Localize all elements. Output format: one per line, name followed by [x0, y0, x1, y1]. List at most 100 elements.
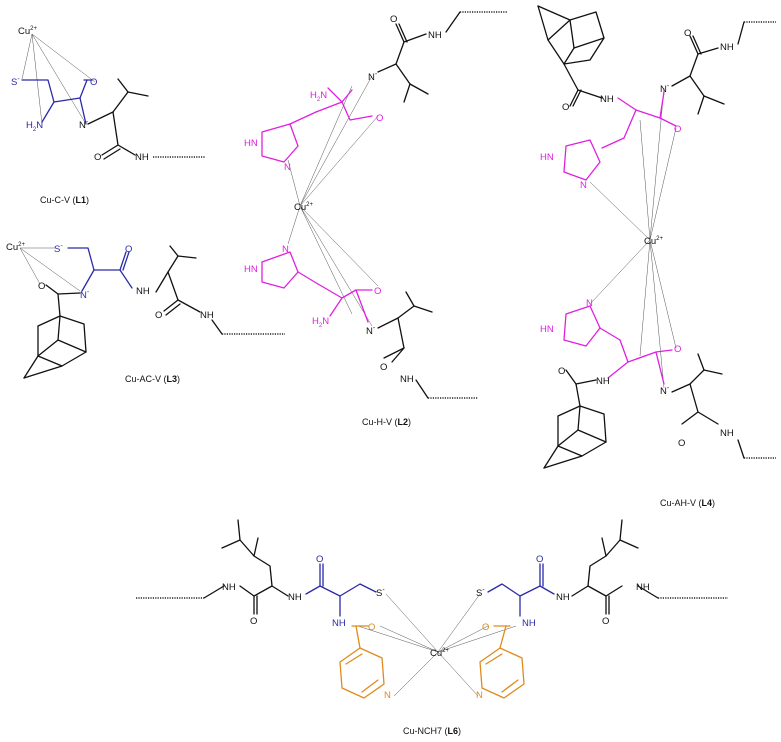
leucine-side-chain — [239, 539, 273, 587]
leucine-side-chain — [587, 539, 621, 587]
adamantane-bond — [543, 445, 559, 469]
imidazole-nitrogen: N — [586, 298, 593, 309]
valine-methyl — [405, 291, 415, 307]
cysteine-chain — [67, 247, 95, 292]
carbonyl-bond — [692, 35, 702, 55]
carbonyl-bond — [395, 23, 405, 43]
leucine-backbone — [239, 585, 289, 597]
valine-methyl — [117, 78, 129, 93]
adamantane-bond — [573, 37, 605, 49]
amine-group: H2N — [312, 316, 329, 329]
coord-line — [649, 87, 665, 241]
amide-nh: NH — [332, 618, 346, 629]
pyridine-double-bond — [501, 679, 519, 693]
valine-methyl — [413, 305, 433, 313]
carbonyl-oxygen: O — [250, 616, 257, 627]
amine-group: H2N — [26, 120, 43, 133]
carbonyl-oxygen: O — [94, 152, 101, 163]
amide-bond — [577, 89, 603, 99]
cysteine-chain — [21, 79, 88, 103]
thiolate-sulfur: S- — [54, 243, 63, 255]
amide-bond — [607, 361, 629, 379]
amine-bond — [329, 297, 343, 317]
coord-line — [31, 33, 43, 125]
adamantane-bond — [557, 429, 579, 447]
adamantyl-link — [57, 293, 61, 317]
adamantane-bond — [57, 339, 87, 353]
coord-line — [31, 33, 96, 83]
coord-line — [649, 239, 677, 349]
carbonyl-oxygen: O — [562, 102, 569, 113]
carbonyl-bond — [569, 89, 579, 107]
amide-nh: NH — [720, 428, 734, 439]
amide-bond — [211, 319, 223, 335]
histidine-ch2 — [289, 111, 317, 125]
imidazole-nh: HN — [540, 324, 554, 335]
carbonyl-oxygen: O — [376, 113, 383, 124]
carbonyl-bond — [165, 303, 181, 316]
adamantane-bond — [57, 315, 61, 341]
valine-side-chain — [689, 369, 705, 385]
carbonyl-oxygen: O — [374, 286, 381, 297]
pyridine-nitrogen: N — [476, 690, 483, 701]
adamantane-bond — [537, 5, 549, 41]
valine-backbone — [671, 383, 699, 425]
carbonyl-bond — [565, 369, 577, 385]
amide-nh: NH — [200, 310, 214, 321]
thiolate-sulfur: S- — [476, 587, 485, 599]
deprotonated-amide-nitrogen: N- — [80, 289, 90, 301]
copper-ion: Cu2+ — [430, 648, 449, 659]
complex-l1: Cu2+ S- H2N O N- O NH Cu-C-V (L1) — [11, 26, 205, 205]
nicotinoyl-link — [355, 625, 361, 649]
carbonyl-oxygen: O — [90, 77, 97, 88]
valine-methyl — [703, 369, 723, 375]
adamantane-bond — [563, 47, 575, 65]
carbonyl-bond — [572, 89, 582, 107]
valine-side-chain — [167, 255, 179, 273]
copper-ion: Cu2+ — [294, 202, 313, 213]
histidine-ch2 — [599, 327, 621, 341]
leucine-methyl — [619, 519, 623, 541]
valine-methyl — [169, 245, 179, 257]
adamantyl-link — [575, 383, 581, 407]
carbonyl-bond — [119, 251, 127, 271]
valine-side-chain — [689, 75, 705, 97]
imidazole-ring — [563, 139, 601, 181]
adamantane-cage — [37, 315, 87, 367]
caption-l1: Cu-C-V (L1) — [40, 195, 89, 205]
carbonyl-bond — [103, 148, 121, 160]
amide-bond — [655, 351, 665, 385]
coord-line — [287, 205, 301, 245]
pyridine-double-bond — [485, 653, 503, 665]
valine-methyl — [697, 353, 705, 371]
leucine-methyl — [619, 539, 639, 549]
adamantane-bond — [577, 405, 581, 431]
valine-chain — [87, 111, 136, 156]
carbonyl-bond — [689, 35, 699, 55]
adamantyl-link — [563, 63, 579, 91]
leucine-methyl — [221, 539, 241, 549]
nicotinoyl-link — [499, 625, 507, 649]
leucine-methyl — [253, 537, 259, 557]
carbonyl-oxygen: O — [674, 344, 681, 355]
amide-nh: NH — [222, 582, 236, 593]
carbonyl-oxygen: O — [602, 616, 609, 627]
pyridine-double-bond — [345, 653, 363, 665]
valine-methyl — [403, 83, 411, 103]
carbonyl-oxygen: O — [38, 281, 45, 292]
deprotonated-amide-nitrogen: N- — [366, 325, 376, 337]
complex-l2: Cu2+ HN N H2N O N- O NH N HN H2N O N- O … — [244, 11, 508, 427]
amide-bond — [57, 292, 81, 295]
valine-backbone — [377, 317, 405, 359]
coord-line — [437, 651, 479, 697]
imidazole-nitrogen: N — [284, 162, 291, 173]
amide-bond — [119, 269, 133, 289]
amide-bond — [737, 439, 745, 459]
carbonyl-bond — [122, 251, 130, 271]
imidazole-nh: HN — [540, 152, 554, 163]
carbonyl-oxygen: O — [368, 622, 375, 633]
histidine-backbone — [617, 97, 677, 127]
coord-line — [639, 119, 651, 241]
